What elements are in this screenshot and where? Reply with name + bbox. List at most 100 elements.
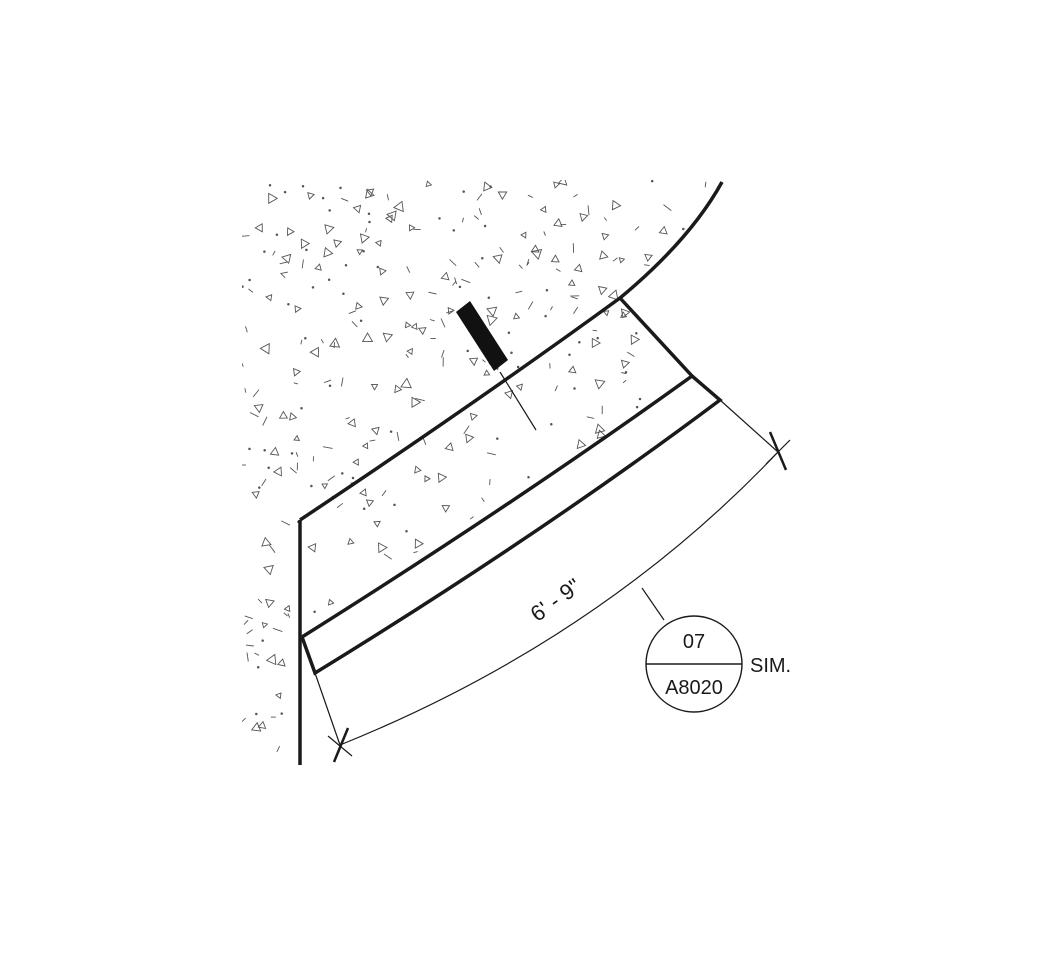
concrete-hatch-mark xyxy=(583,558,590,562)
concrete-hatch-mark xyxy=(330,359,341,371)
concrete-hatch-mark xyxy=(242,235,250,237)
concrete-hatch-mark xyxy=(348,310,357,315)
concrete-hatch-mark xyxy=(530,689,540,692)
concrete-hatch-mark xyxy=(342,443,350,452)
concrete-hatch-mark xyxy=(554,385,558,392)
concrete-hatch-mark xyxy=(256,666,260,669)
concrete-hatch-mark xyxy=(492,254,503,265)
concrete-hatch-mark xyxy=(419,649,428,657)
concrete-hatch-mark xyxy=(594,423,606,434)
concrete-hatch-mark xyxy=(651,474,655,477)
concrete-hatch-mark xyxy=(700,395,703,402)
concrete-hatch-mark xyxy=(460,744,464,747)
concrete-hatch-mark xyxy=(320,338,324,344)
concrete-hatch-mark xyxy=(440,318,446,328)
concrete-hatch-mark xyxy=(669,565,678,569)
concrete-hatch-mark xyxy=(506,480,510,483)
concrete-hatch-mark xyxy=(618,257,626,264)
concrete-hatch-mark xyxy=(483,181,493,192)
concrete-hatch-mark xyxy=(393,346,402,356)
concrete-hatch-mark xyxy=(477,576,480,582)
concrete-hatch-mark xyxy=(269,446,280,456)
concrete-hatch-mark xyxy=(492,754,498,759)
concrete-hatch-mark xyxy=(311,286,315,289)
dimension-tick-left-slash xyxy=(327,735,353,757)
concrete-hatch-mark xyxy=(338,396,342,399)
concrete-hatch-mark xyxy=(515,725,518,729)
concrete-hatch-mark xyxy=(365,698,368,701)
concrete-hatch-mark xyxy=(515,290,523,294)
concrete-hatch-mark xyxy=(607,366,616,372)
concrete-hatch-mark xyxy=(631,749,643,762)
dimension-tick-right xyxy=(768,431,788,471)
concrete-hatch-mark xyxy=(653,479,665,492)
concrete-hatch-mark xyxy=(479,570,483,580)
concrete-hatch-mark xyxy=(396,610,399,614)
concrete-hatch-mark xyxy=(411,646,415,649)
concrete-hatch-mark xyxy=(362,249,365,253)
concrete-hatch-mark xyxy=(351,476,355,480)
concrete-hatch-mark xyxy=(580,629,584,634)
similar-note: SIM. xyxy=(750,655,791,677)
concrete-hatch-mark xyxy=(550,422,553,426)
concrete-hatch-mark xyxy=(510,351,513,355)
concrete-hatch-mark xyxy=(242,717,246,726)
concrete-hatch-mark xyxy=(548,411,551,415)
concrete-hatch-mark xyxy=(261,478,267,486)
concrete-hatch-mark xyxy=(459,502,463,505)
concrete-hatch-mark xyxy=(400,377,412,389)
concrete-hatch-mark xyxy=(469,412,478,422)
concrete-hatch-mark xyxy=(655,458,658,461)
concrete-hatch-mark xyxy=(489,394,495,401)
concrete-hatch-mark xyxy=(289,412,298,421)
concrete-hatch-mark xyxy=(246,629,253,635)
concrete-hatch-mark xyxy=(265,598,275,609)
concrete-hatch-mark xyxy=(462,190,465,193)
concrete-hatch-mark xyxy=(516,530,520,534)
concrete-hatch-mark xyxy=(454,277,458,285)
concrete-hatch-mark xyxy=(602,310,610,317)
concrete-hatch-mark xyxy=(280,271,288,275)
concrete-hatch-mark xyxy=(275,692,282,700)
concrete-hatch-mark xyxy=(680,246,684,251)
concrete-hatch-mark xyxy=(499,461,507,468)
detail-callout[interactable]: 07 A8020 xyxy=(645,615,743,713)
concrete-hatch-mark xyxy=(654,615,656,620)
concrete-hatch-mark xyxy=(600,585,609,590)
concrete-hatch-mark xyxy=(436,336,444,345)
concrete-hatch-mark xyxy=(301,185,305,188)
concrete-hatch-mark xyxy=(646,480,649,484)
concrete-hatch-mark xyxy=(366,692,370,698)
slab-upper-outline xyxy=(301,296,695,639)
concrete-hatch-mark xyxy=(605,589,613,594)
slab-edge-strip xyxy=(300,374,723,676)
concrete-hatch-mark xyxy=(268,183,272,187)
concrete-hatch-mark xyxy=(375,343,386,348)
concrete-hatch-mark xyxy=(380,440,386,443)
concrete-hatch-mark xyxy=(259,342,270,355)
concrete-hatch-mark xyxy=(484,382,488,385)
concrete-hatch-mark xyxy=(658,742,668,752)
concrete-hatch-mark xyxy=(309,346,319,358)
concrete-hatch-mark xyxy=(490,604,497,608)
detail-number: 07 xyxy=(683,631,705,653)
concrete-hatch-mark xyxy=(683,527,686,531)
concrete-hatch-mark xyxy=(300,407,303,410)
concrete-hatch-mark xyxy=(696,314,699,323)
concrete-hatch-mark xyxy=(438,557,443,561)
concrete-hatch-mark xyxy=(272,627,283,633)
concrete-hatch-mark xyxy=(591,629,601,637)
concrete-hatch-mark xyxy=(359,319,363,322)
concrete-hatch-mark xyxy=(307,542,317,553)
dimension-tick-left xyxy=(332,727,350,763)
concrete-hatch-mark xyxy=(552,537,557,545)
concrete-hatch-mark xyxy=(696,356,699,359)
concrete-hatch-mark xyxy=(424,475,432,483)
concrete-hatch-mark xyxy=(631,708,635,712)
concrete-hatch-mark xyxy=(393,200,404,213)
concrete-hatch-mark xyxy=(539,205,547,214)
concrete-hatch-mark xyxy=(587,581,593,588)
concrete-hatch-mark xyxy=(637,644,640,647)
concrete-hatch-mark xyxy=(521,669,524,672)
concrete-hatch-mark xyxy=(524,614,531,622)
